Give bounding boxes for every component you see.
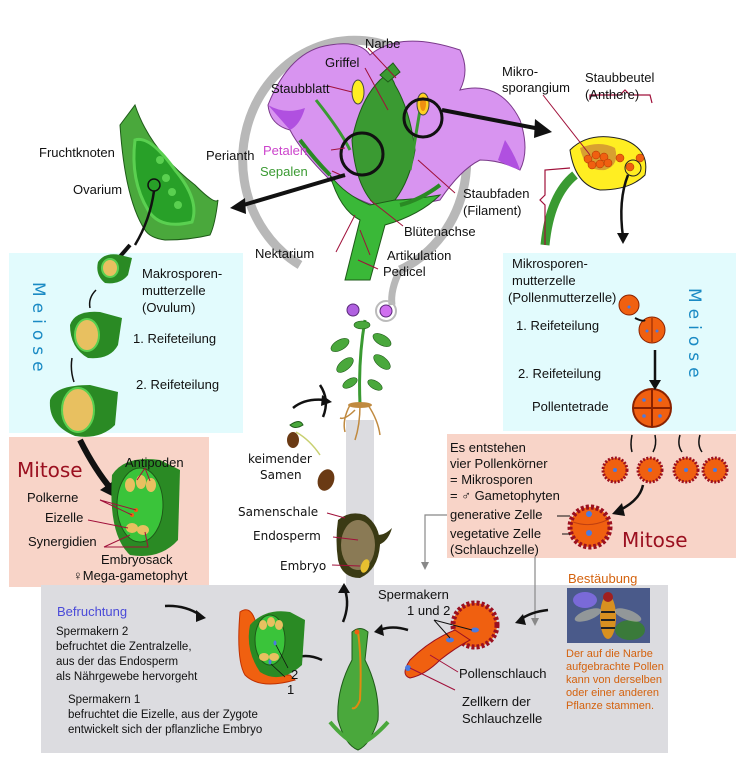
label-sk2-line3: als Nährgewebe hervorgeht xyxy=(56,671,198,683)
bestaeubung-title: Bestäubung xyxy=(568,571,638,586)
seeds xyxy=(287,384,392,578)
label-sk2-line1: befruchtet die Zentralzelle, xyxy=(56,641,192,653)
label-ovarium: Ovarium xyxy=(73,182,123,197)
mature-pollen xyxy=(567,504,613,550)
label-es-entstehen: Es entstehen xyxy=(450,440,526,455)
female-meiose-title: Meiose xyxy=(28,282,48,378)
label-schlauchzelle: (Schlauchzelle) xyxy=(450,542,539,557)
label-pedicel: Pedicel xyxy=(383,264,426,279)
flower-magnifier-ring xyxy=(238,35,472,275)
pollen-grains xyxy=(601,456,729,484)
label-staubblatt: Staubblatt xyxy=(271,81,330,96)
label-female-reifeteilung-1: 1. Reifeteilung xyxy=(133,331,217,346)
label-sk1-line2: entwickelt sich der pflanzliche Embryo xyxy=(68,724,263,736)
befruchtung-title: Befruchtung xyxy=(57,604,128,619)
label-perianth: Perianth xyxy=(206,148,255,163)
label-keimender: keimender xyxy=(248,452,312,466)
label-spermakern-12-b: 1 und 2 xyxy=(407,603,451,618)
embryosack xyxy=(87,459,180,556)
male-mitose-title: Mitose xyxy=(622,528,688,552)
label-samen: Samen xyxy=(260,468,302,482)
label-embryosack: Embryosack xyxy=(101,552,173,567)
female-meiose-panel xyxy=(9,253,243,433)
flower-leader-lines xyxy=(327,47,456,270)
male-meiose-panel xyxy=(503,253,736,431)
arrow-to-ovary xyxy=(239,173,346,208)
ovary-detail xyxy=(103,103,219,276)
label-sk2-line2: aus der das Endosperm xyxy=(56,656,179,668)
pistil-with-tube xyxy=(284,583,409,751)
anther-magnifier xyxy=(402,97,444,139)
label-pollenmutterzelle: (Pollenmutterzelle) xyxy=(508,290,617,305)
label-megagametophyt: ♀Mega-gametophyt xyxy=(73,568,188,583)
label-antipoden: Antipoden xyxy=(125,455,184,470)
ovary-magnifier xyxy=(339,131,385,177)
label-polkerne: Polkerne xyxy=(27,490,79,505)
hoverfly-photo xyxy=(567,588,650,643)
label-fruchtknoten: Fruchtknoten xyxy=(39,145,115,160)
label-endosperm: Endosperm xyxy=(253,529,321,543)
label-filament: (Filament) xyxy=(463,203,522,218)
label-generative-zelle: generative Zelle xyxy=(450,507,543,522)
label-bluetenachse: Blütenachse xyxy=(404,224,476,239)
label-petalen: Petalen xyxy=(263,143,308,158)
label-mutterzelle: mutterzelle xyxy=(142,283,206,298)
label-griffel: Griffel xyxy=(325,55,360,70)
bestaeubung-caption: Der auf die Narbe aufgebrachte Pollen ka… xyxy=(566,648,664,713)
fertilized-ovule xyxy=(164,604,305,685)
gray-pathways xyxy=(424,514,536,620)
label-mikrosporangium-2: sporangium xyxy=(502,80,570,95)
arrow-to-anther xyxy=(441,108,536,130)
label-ovulum: (Ovulum) xyxy=(142,300,196,315)
label-synergidien: Synergidien xyxy=(28,534,97,549)
label-staubfaden: Staubfaden xyxy=(463,186,530,201)
label-vegetative-zelle: vegetative Zelle xyxy=(450,526,542,541)
label-male-reifeteilung-2: 2. Reifeteilung xyxy=(518,366,602,381)
label-num-2: 2 xyxy=(291,667,299,682)
male-meiose-title: Meiose xyxy=(684,288,704,384)
label-mikro-mutterzelle: mutterzelle xyxy=(512,273,576,288)
anther-detail xyxy=(539,89,653,246)
label-female-reifeteilung-2: 2. Reifeteilung xyxy=(136,377,220,392)
label-embryo: Embryo xyxy=(280,559,327,573)
label-mikrosporen: Mikrosporen- xyxy=(512,256,588,271)
label-vier-pollenkoerner: vier Pollenkörner xyxy=(450,456,548,471)
label-mikrosporen-eq: = Mikrosporen xyxy=(450,472,533,487)
bestaeubung-line-1: Der auf die Narbe xyxy=(566,648,653,660)
bestaeubung-line-3: kann von derselben xyxy=(566,674,663,686)
pollen-tube xyxy=(404,600,549,691)
female-mitose-title: Mitose xyxy=(17,458,83,482)
label-anthere: (Anthere) xyxy=(585,87,640,102)
bestaeubung-line-2: aufgebrachte Pollen xyxy=(566,661,664,673)
label-schlauchzelle-2: Schlauchzelle xyxy=(462,711,543,726)
plant xyxy=(330,300,397,441)
label-staubbeutel: Staubbeutel xyxy=(585,70,655,85)
label-eizelle: Eizelle xyxy=(45,510,84,525)
tetrade-arrows xyxy=(630,434,703,453)
label-sepalen: Sepalen xyxy=(260,164,308,179)
label-spermakern-12-a: Spermakern xyxy=(378,587,449,602)
label-nektarium: Nektarium xyxy=(255,246,315,261)
label-zellkern: Zellkern der xyxy=(462,694,531,709)
label-pollentetrade: Pollentetrade xyxy=(532,399,609,414)
label-male-reifeteilung-1: 1. Reifeteilung xyxy=(516,318,600,333)
label-narbe: Narbe xyxy=(365,36,401,51)
label-num-1: 1 xyxy=(287,682,295,697)
bestaeubung-line-4: oder einer anderen xyxy=(566,687,659,699)
label-makrosporen: Makrosporen- xyxy=(142,266,223,281)
label-gametophyten: = ♂ Gametophyten xyxy=(450,488,560,503)
label-spermakern-1: Spermakern 1 xyxy=(68,694,141,706)
label-mikrosporangium-1: Mikro- xyxy=(502,64,539,79)
label-pollenschlauch: Pollenschlauch xyxy=(459,666,547,681)
label-spermakern-2: Spermakern 2 xyxy=(56,626,129,638)
male-meiose-cells xyxy=(618,294,672,428)
stamen-anther-left xyxy=(351,79,365,105)
label-samenschale: Samenschale xyxy=(238,505,319,519)
bestaeubung-line-5: Pflanze stammen. xyxy=(566,700,655,712)
label-sk1-line1: befruchtet die Eizelle, aus der Zygote xyxy=(68,709,258,721)
label-artikulation: Artikulation xyxy=(387,248,452,263)
